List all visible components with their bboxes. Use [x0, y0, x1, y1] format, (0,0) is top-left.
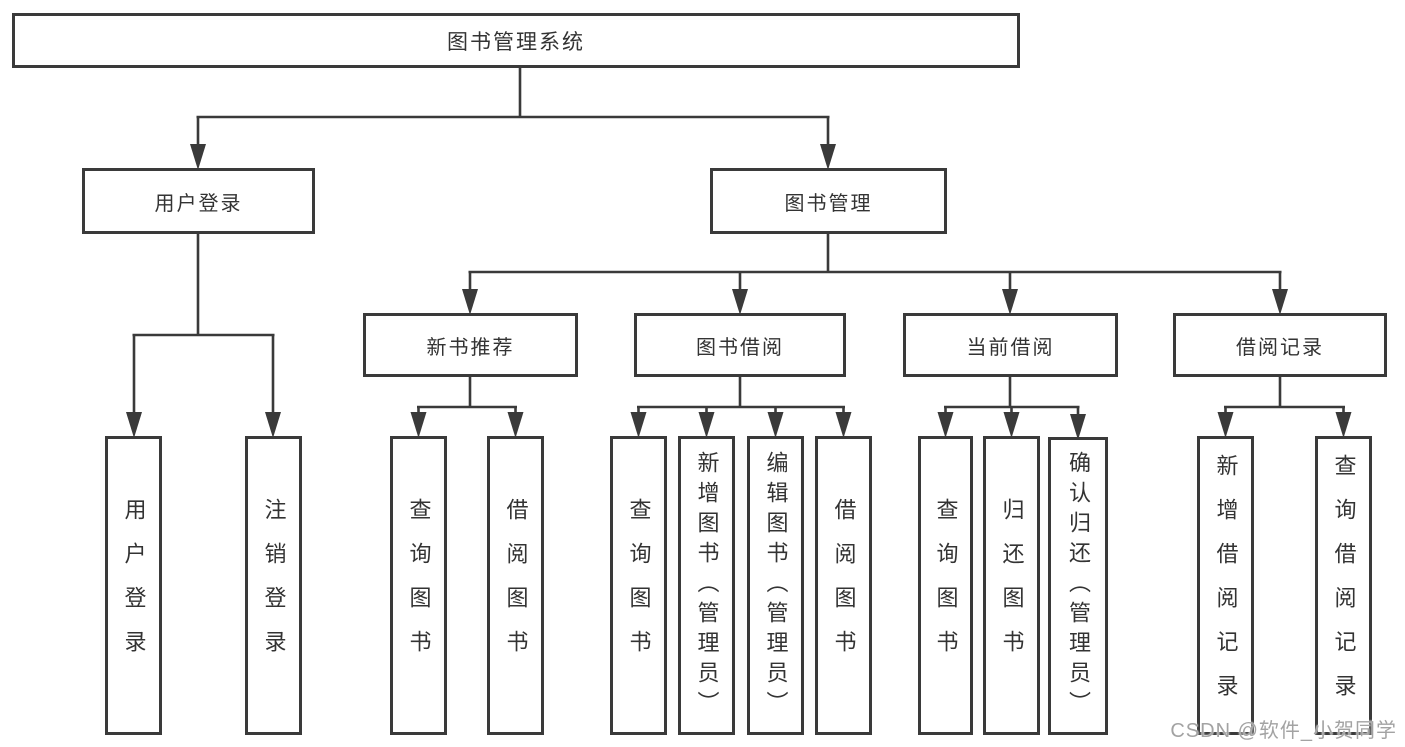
- leaf-borrow-books-recommend: 借阅图书: [487, 436, 544, 735]
- leaf-label: 确认归还（管理员）: [1066, 451, 1091, 721]
- leaf-logout: 注销登录: [245, 436, 302, 735]
- leaf-label: 查询图书: [626, 497, 652, 674]
- leaf-confirm-return-admin: 确认归还（管理员）: [1048, 437, 1108, 735]
- leaf-label: 注销登录: [261, 497, 287, 674]
- csdn-watermark: CSDN @软件_小贺同学: [1170, 720, 1397, 742]
- node-label: 当前借阅: [966, 336, 1055, 359]
- node-label: 用户登录: [154, 192, 243, 215]
- leaf-add-borrow-record: 新增借阅记录: [1197, 436, 1254, 735]
- node-label: 新书推荐: [426, 336, 515, 359]
- leaf-label: 编辑图书（管理员）: [763, 450, 789, 721]
- leaf-label: 借阅图书: [831, 497, 857, 674]
- leaf-query-books-current: 查询图书: [918, 436, 973, 735]
- leaf-return-books: 归还图书: [983, 436, 1040, 735]
- node-library-management-system: 图书管理系统: [12, 13, 1020, 68]
- leaf-query-borrow-record: 查询借阅记录: [1315, 436, 1372, 735]
- leaf-borrow-books: 借阅图书: [815, 436, 872, 735]
- leaf-label: 新增借阅记录: [1213, 453, 1239, 718]
- leaf-label: 查询借阅记录: [1331, 453, 1357, 718]
- leaf-label: 用户登录: [121, 497, 147, 674]
- node-user-login: 用户登录: [82, 168, 315, 234]
- leaf-label: 借阅图书: [503, 497, 529, 674]
- node-current-borrowing: 当前借阅: [903, 313, 1118, 377]
- leaf-add-books-admin: 新增图书（管理员）: [678, 436, 735, 735]
- leaf-label: 查询图书: [406, 497, 432, 674]
- node-new-book-recommendation: 新书推荐: [363, 313, 578, 377]
- node-label: 图书管理系统: [447, 30, 585, 54]
- node-label: 图书借阅: [696, 336, 784, 359]
- leaf-query-books-borrow: 查询图书: [610, 436, 667, 735]
- node-book-borrowing: 图书借阅: [634, 313, 846, 377]
- node-label: 借阅记录: [1236, 336, 1324, 359]
- leaf-query-books-recommend: 查询图书: [390, 436, 447, 735]
- node-label: 图书管理: [784, 192, 873, 215]
- leaf-edit-books-admin: 编辑图书（管理员）: [747, 436, 804, 735]
- node-borrowing-records: 借阅记录: [1173, 313, 1387, 377]
- leaf-label: 查询图书: [933, 497, 959, 674]
- node-book-management: 图书管理: [710, 168, 947, 234]
- leaf-label: 归还图书: [999, 497, 1025, 674]
- leaf-label: 新增图书（管理员）: [694, 450, 720, 721]
- leaf-user-login: 用户登录: [105, 436, 162, 735]
